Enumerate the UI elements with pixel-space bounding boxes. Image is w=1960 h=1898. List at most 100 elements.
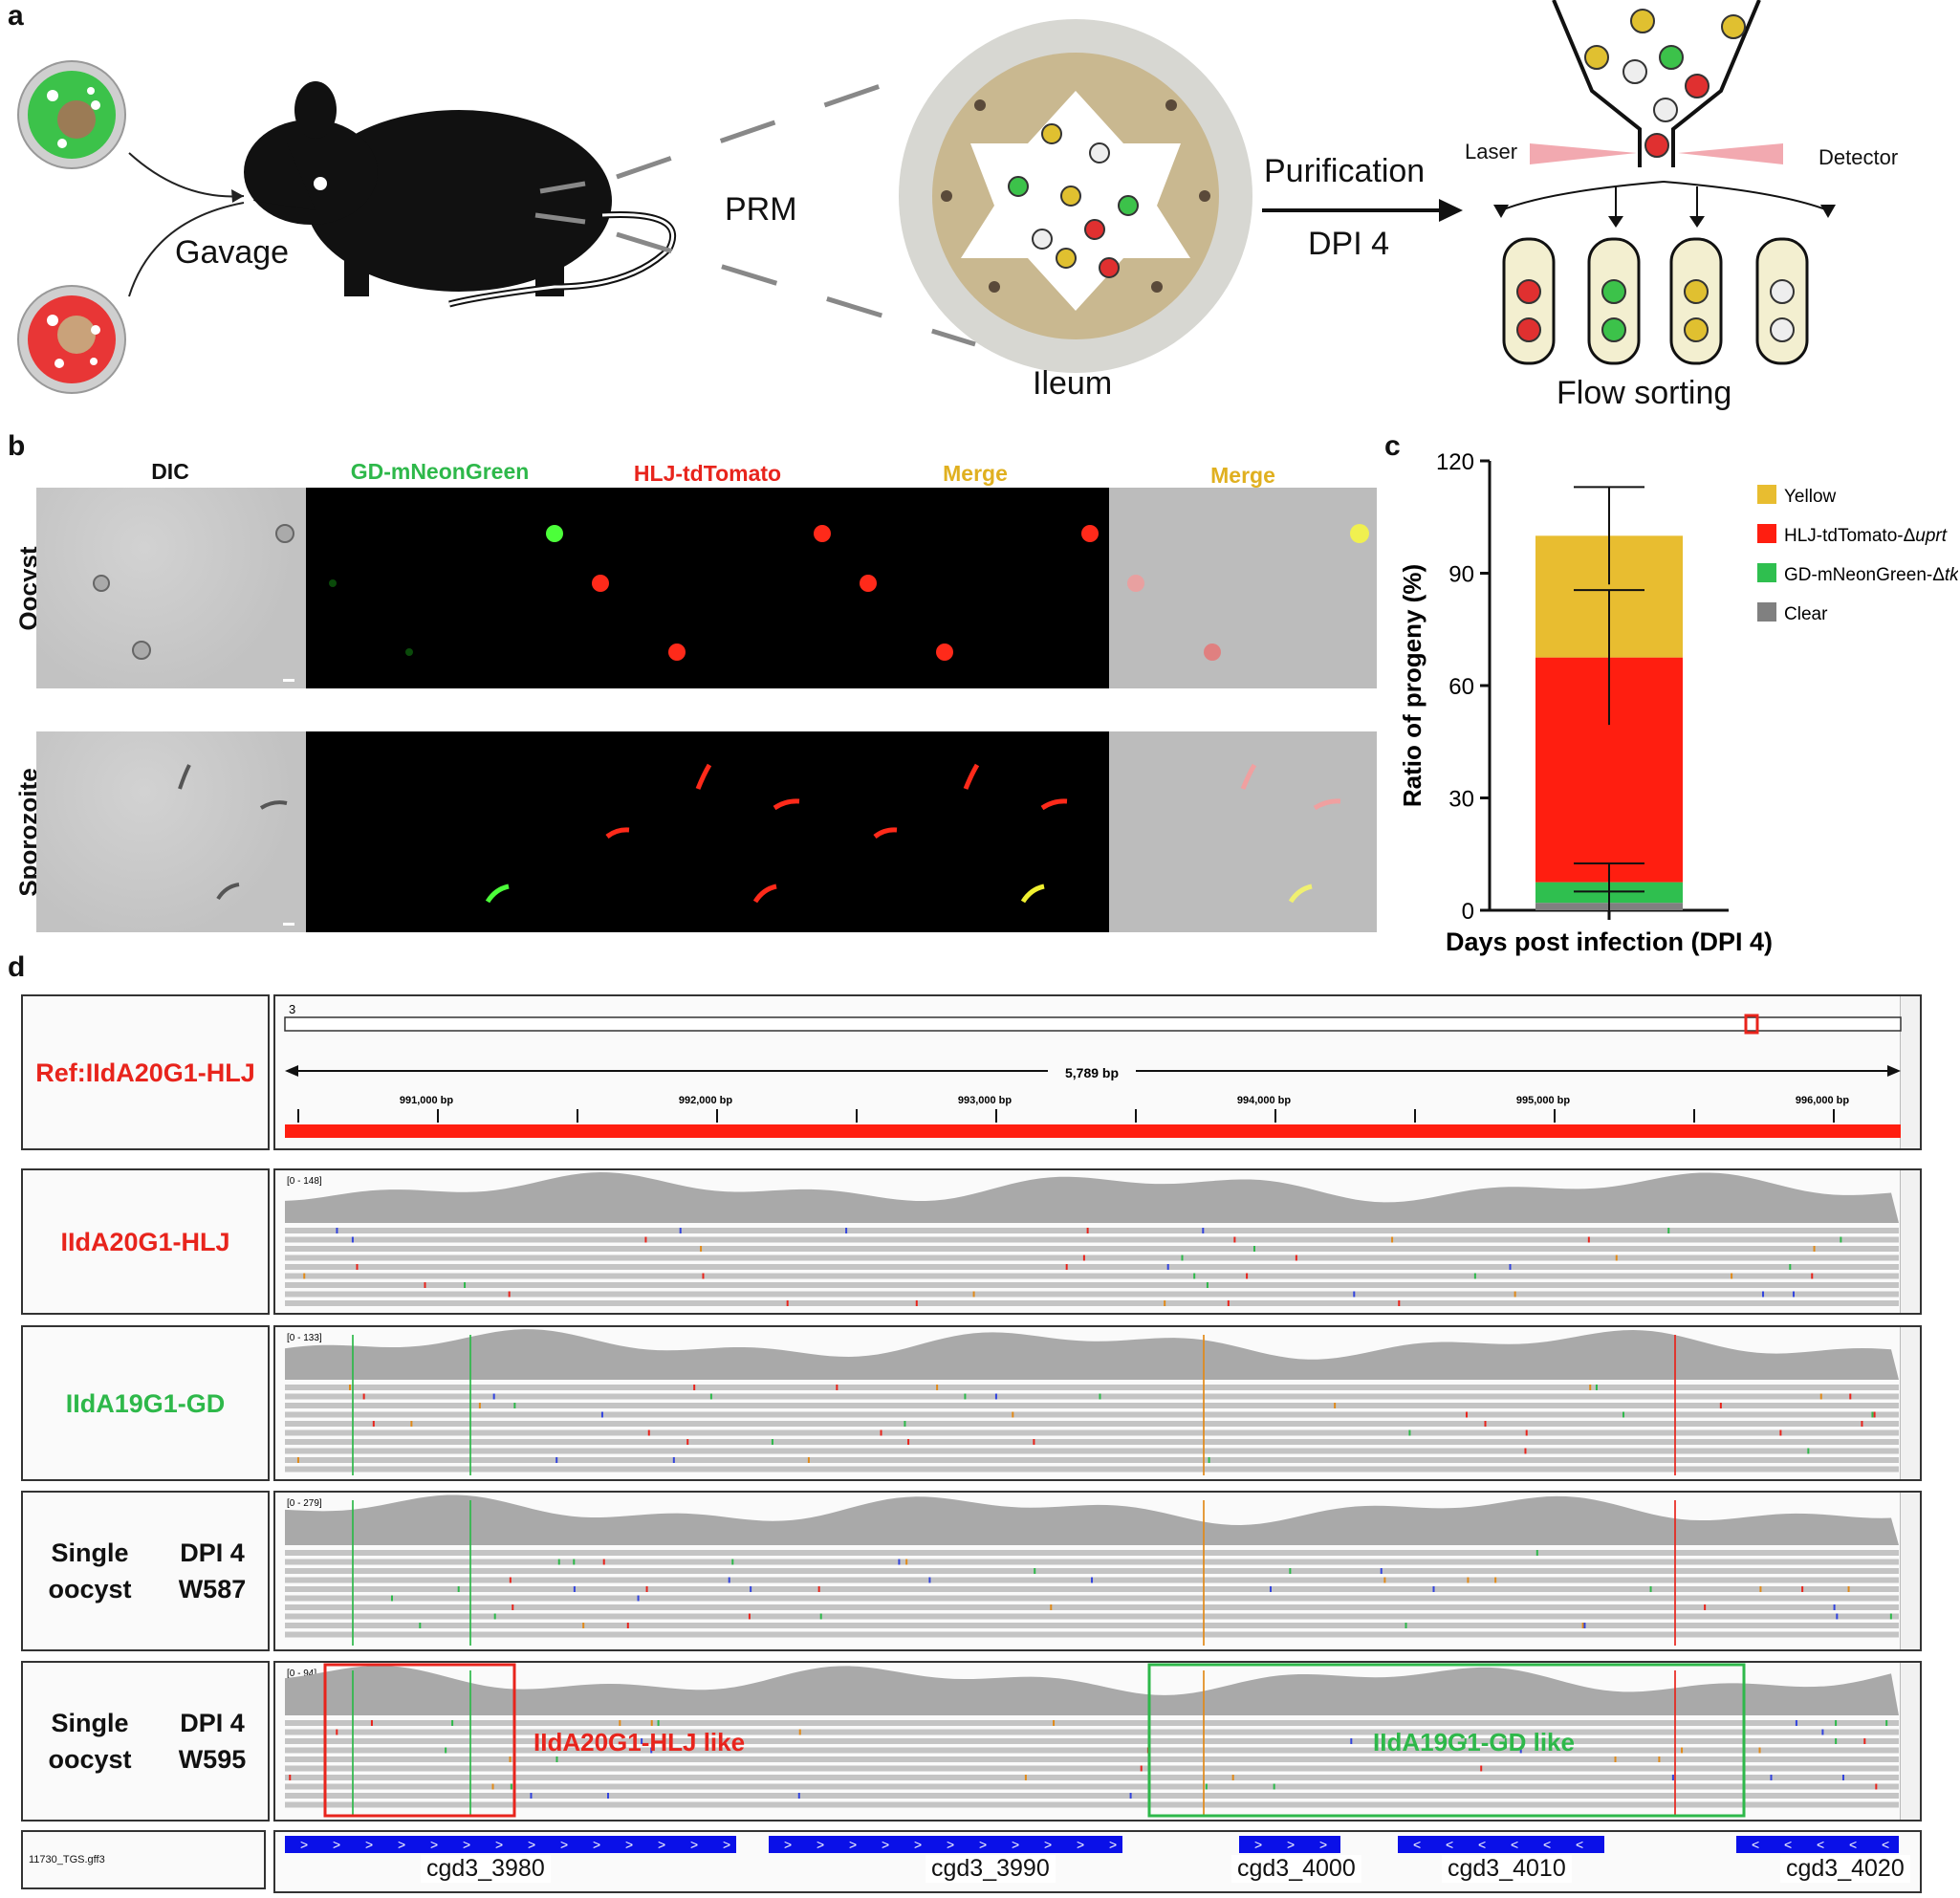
mismatch-mark [1129,1793,1132,1799]
mismatch-mark [898,1559,901,1565]
legend-swatch [1757,602,1776,622]
strand-arrow: > [914,1837,922,1852]
annotation-track-label: 11730_TGS.gff3 [21,1830,266,1889]
mismatch-mark [619,1720,621,1726]
strand-arrow: > [398,1837,405,1852]
gavage-label: Gavage [175,234,290,271]
mismatch-mark [1615,1254,1618,1261]
panel-a-schematic [17,0,1836,394]
mismatch-mark [303,1273,306,1279]
mismatch-mark [1480,1765,1483,1772]
hlj-like-label: IIdA20G1-HLJ like [534,1728,745,1756]
mismatch-mark [493,1613,496,1620]
mismatch-mark [492,1393,495,1400]
strand-arrow: > [1077,1837,1084,1852]
gene-label: cgd3_4020 [1780,1855,1910,1883]
mismatch-mark [904,1421,906,1427]
mismatch-mark [573,1559,576,1565]
mismatch-mark [1889,1613,1892,1620]
mismatch-mark [1841,1775,1844,1780]
mismatch-mark [1789,1264,1792,1270]
strand-arrow: > [560,1837,568,1852]
flow-sorting-label: Flow sorting [1557,375,1732,411]
mismatch-mark [1795,1720,1797,1726]
gd-like-box [1147,1663,1746,1818]
mismatch-mark [1334,1403,1337,1408]
read-row [285,1448,1899,1454]
strand-arrow: > [495,1837,503,1852]
mismatch-mark [702,1273,705,1279]
mismatch-mark [555,1457,558,1463]
read-row [285,1720,1899,1726]
read-row [285,1403,1899,1408]
mismatch-mark [750,1586,752,1592]
track-label-line: Single oocyst [48,1538,132,1603]
track-scrollbar[interactable] [1900,1170,1920,1313]
gene-feature [1736,1836,1899,1853]
sporozoite-green-image [306,731,574,932]
mismatch-mark [372,1421,375,1427]
reference-bar [285,1124,1901,1138]
strand-arrow: > [979,1837,987,1852]
mismatch-mark [1873,1411,1876,1418]
oocyst-merge-image [841,488,1109,688]
legend-entry: Yellow [1784,487,1837,507]
mismatch-mark [1667,1228,1670,1233]
y-tick-label: 120 [1436,449,1474,475]
mismatch-mark [1649,1586,1652,1592]
mismatch-mark [356,1264,359,1270]
mismatch-mark [807,1457,810,1463]
variant-column [352,1670,354,1816]
mismatch-mark [1494,1577,1497,1583]
strand-arrow: < [1576,1837,1583,1852]
strand-arrow: > [1287,1837,1295,1852]
mismatch-mark [478,1403,481,1408]
track-scrollbar[interactable] [1900,996,1920,1148]
ruler-tick-label: 995,000 bp [1516,1095,1571,1106]
read-row [285,1559,1899,1565]
mismatch-mark [1082,1254,1085,1261]
track-scrollbar[interactable] [1900,1663,1920,1820]
mismatch-mark [1391,1236,1394,1243]
strand-arrow: < [1784,1837,1792,1852]
variant-column [1203,1335,1205,1475]
sporozoite-merge-image [841,731,1109,932]
mismatch-mark [1524,1448,1527,1454]
mismatch-mark [972,1291,975,1298]
strand-arrow: > [365,1837,373,1852]
strand-arrow: > [528,1837,535,1852]
mismatch-mark [1801,1586,1804,1592]
strand-arrow: < [1882,1837,1889,1852]
mismatch-mark [1587,1236,1590,1243]
mismatch-mark [1885,1720,1888,1726]
gd-like-label: IIdA19G1-GD like [1373,1728,1575,1756]
mismatch-mark [607,1793,610,1799]
x-axis-label: Days post infection (DPI 4) [1446,927,1773,956]
read-row [285,1236,1899,1243]
track-scrollbar[interactable] [1900,1327,1920,1479]
mismatch-mark [1583,1623,1586,1628]
mismatch-mark [1164,1300,1166,1306]
mismatch-mark [819,1613,822,1620]
mismatch-mark [1091,1577,1094,1583]
mismatch-mark [1779,1429,1782,1436]
ruler-tick-label: 992,000 bp [679,1095,733,1106]
mismatch-mark [1140,1765,1143,1772]
mismatch-mark [1819,1393,1822,1400]
mismatch-mark [771,1439,773,1445]
flow-sorter-funnel-icon [1552,0,1761,167]
mismatch-mark [1811,1273,1814,1279]
strand-arrow: < [1446,1837,1453,1852]
read-row [285,1228,1899,1233]
track-scrollbar[interactable] [1900,1493,1920,1649]
strand-arrow: < [1511,1837,1518,1852]
mismatch-mark [1227,1300,1230,1306]
mismatch-mark [1525,1429,1528,1436]
green-oocyst-icon [17,60,126,169]
variant-column [352,1500,354,1646]
strand-arrow: > [723,1837,730,1852]
strand-arrow: < [1543,1837,1551,1852]
mismatch-mark [1166,1264,1169,1270]
